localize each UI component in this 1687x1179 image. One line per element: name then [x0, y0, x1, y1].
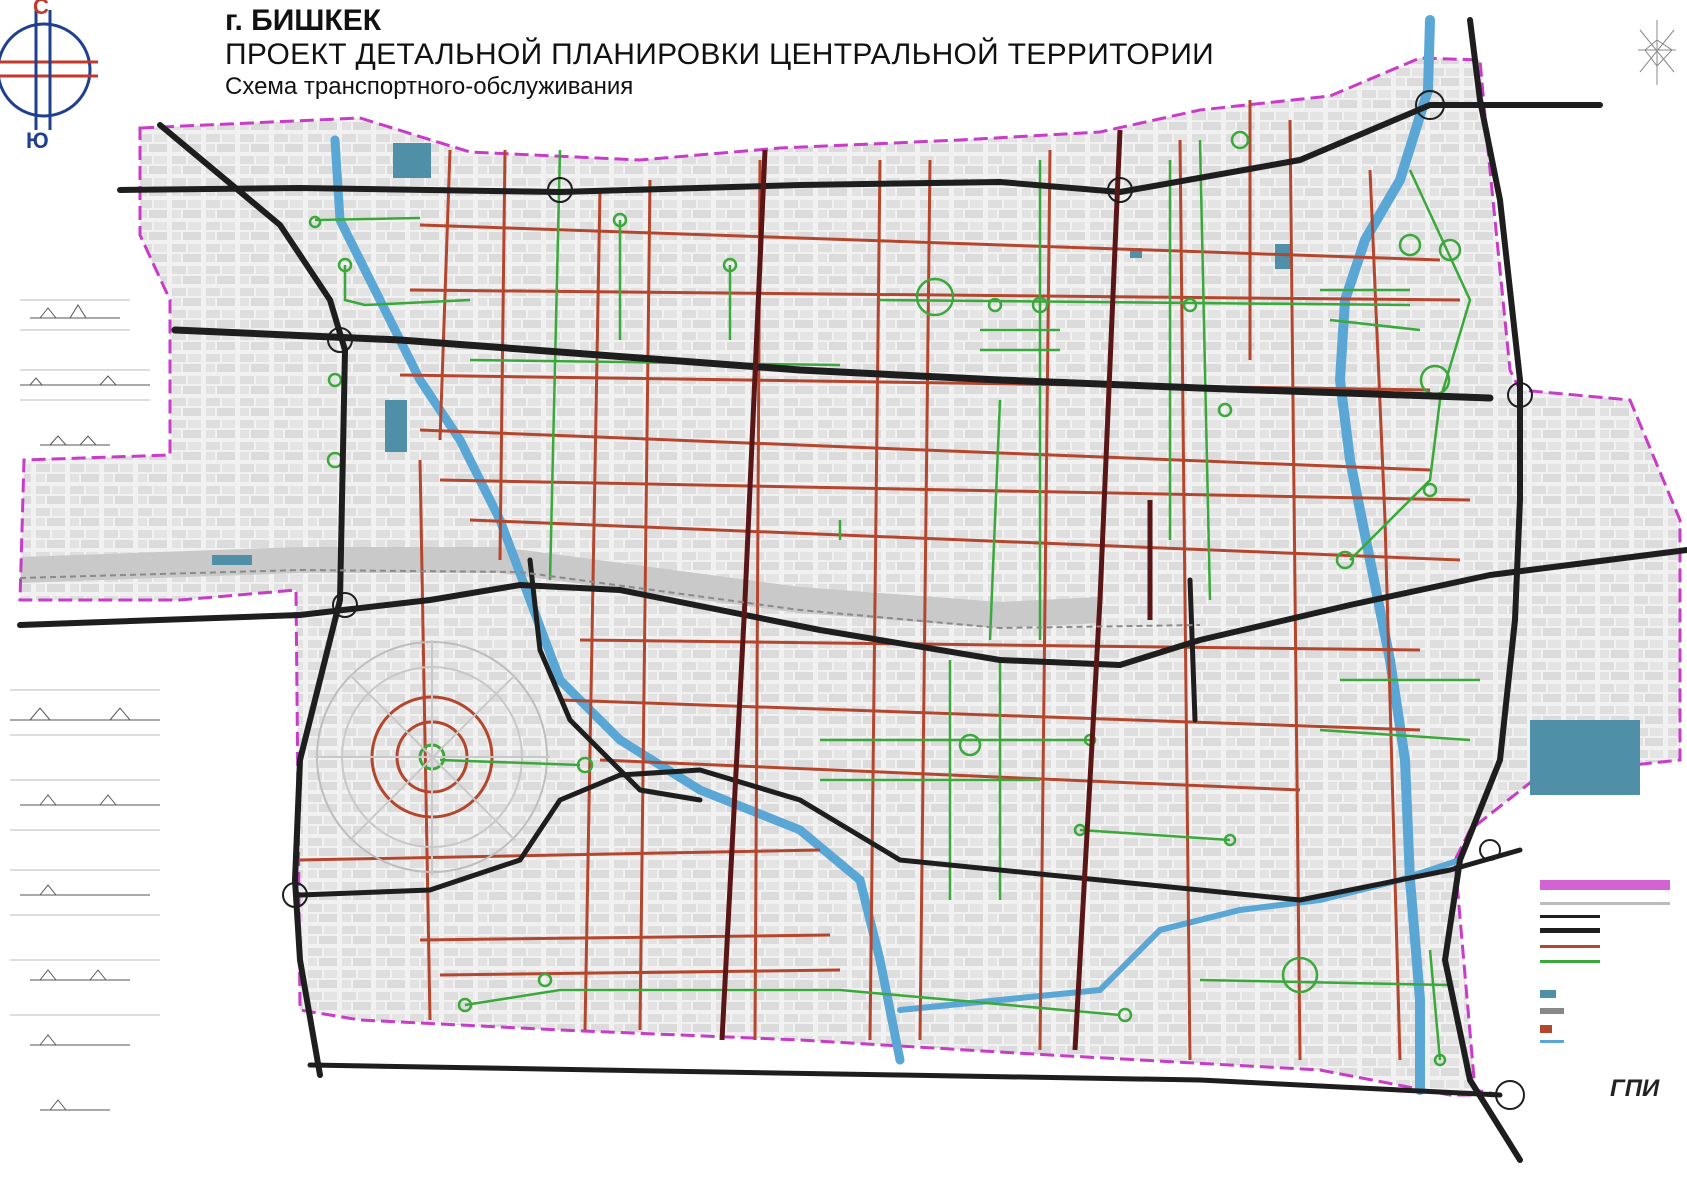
project-title: ПРОЕКТ ДЕТАЛЬНОЙ ПЛАНИРОВКИ ЦЕНТРАЛЬНОЙ …	[225, 38, 1215, 71]
city-name: г. БИШКЕК	[225, 4, 382, 37]
cross-section-captions	[10, 299, 160, 1016]
scheme-title: Схема транспортного-обслуживания	[225, 73, 634, 100]
pedestrian-routes	[314, 139, 1480, 1061]
pedestrian-nodes	[308, 130, 1462, 1067]
compass-north-label: С	[33, 0, 49, 19]
interchanges	[282, 90, 1533, 1110]
title-block: г. БИШКЕК ПРОЕКТ ДЕТАЛЬНОЙ ПЛАНИРОВКИ ЦЕ…	[225, 4, 1214, 102]
main-highways	[17, 17, 1687, 1163]
wind-rose-icon	[1638, 20, 1676, 85]
map-legend	[1540, 880, 1670, 1043]
organization-logo: ГПИ	[1610, 1075, 1660, 1102]
compass-south-label: Ю	[26, 128, 49, 153]
road-cross-sections	[10, 304, 160, 1111]
compass-rose	[0, 10, 98, 130]
ring-district	[315, 640, 550, 875]
major-streets	[719, 129, 1153, 1051]
railway-line	[19, 568, 1201, 630]
water-bodies	[212, 143, 1640, 795]
